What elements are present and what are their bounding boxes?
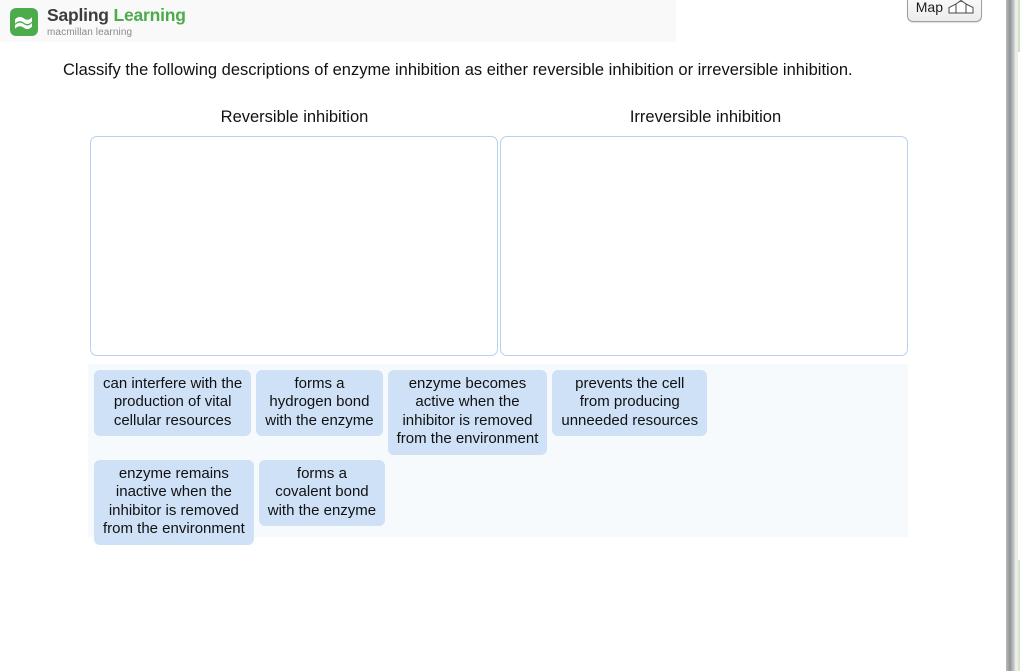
sapling-leaf-icon (10, 8, 38, 36)
category-headers: Reversible inhibition Irreversible inhib… (90, 108, 908, 127)
scrollbar-gutter (1003, 0, 1006, 671)
map-fold-icon (948, 0, 974, 14)
category-label-irreversible: Irreversible inhibition (629, 108, 782, 126)
draggable-tile[interactable]: enzyme becomes active when the inhibitor… (387, 370, 548, 455)
dropzone-reversible[interactable] (90, 136, 498, 356)
dropzone-row (90, 136, 908, 356)
brand-title-word1: Sapling (47, 5, 109, 25)
vertical-scrollbar[interactable] (1006, 0, 1015, 671)
dropzone-irreversible[interactable] (500, 136, 908, 356)
draggable-tile[interactable]: can interfere with the production of vit… (94, 370, 252, 437)
map-button-label: Map (915, 0, 943, 15)
background-page-sliver (1015, 0, 1024, 671)
category-label-reversible: Reversible inhibition (220, 108, 369, 126)
brand-text: Sapling Learning macmillan learning (47, 5, 186, 38)
draggable-tile[interactable]: prevents the cell from producing unneede… (552, 370, 708, 437)
tile-row: can interfere with the production of vit… (94, 370, 908, 455)
draggable-tile[interactable]: forms a hydrogen bond with the enzyme (256, 370, 383, 437)
brand-title-word2: Learning (113, 5, 186, 25)
header-band: Sapling Learning macmillan learning (0, 0, 676, 42)
tile-row: enzyme remains inactive when the inhibit… (94, 459, 908, 545)
draggable-tile[interactable]: enzyme remains inactive when the inhibit… (94, 459, 254, 545)
brand-title: Sapling Learning (47, 5, 186, 25)
tile-tray: can interfere with the production of vit… (88, 364, 908, 545)
page-title: Classify the following descriptions of e… (63, 61, 853, 79)
page-canvas: Sapling Learning macmillan learning Map … (0, 0, 982, 545)
brand-subtitle: macmillan learning (47, 26, 133, 38)
brand-logo: Sapling Learning macmillan learning (10, 5, 186, 38)
map-button[interactable]: Map (906, 0, 982, 22)
draggable-tile[interactable]: forms a covalent bond with the enzyme (258, 459, 386, 527)
window-right-edge (1003, 0, 1024, 671)
